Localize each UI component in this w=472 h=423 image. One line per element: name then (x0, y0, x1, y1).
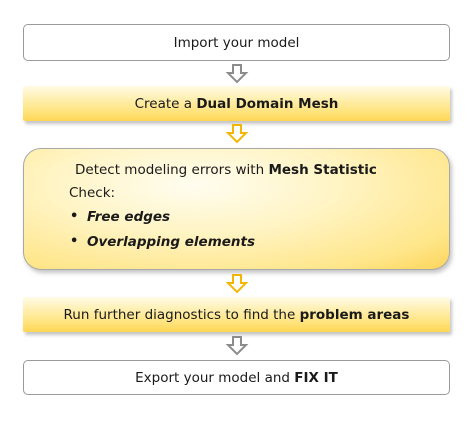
step-create-mesh: Create a Dual Domain Mesh (23, 86, 450, 121)
step-detect-errors: Detect modeling errors with Mesh Statist… (23, 148, 450, 270)
step-run-diagnostics-bold: problem areas (299, 306, 410, 323)
step-detect-errors-title: Detect modeling errors with Mesh Statist… (75, 162, 377, 178)
down-arrow-icon (225, 64, 249, 84)
down-arrow-icon (225, 336, 249, 356)
step-create-mesh-prefix: Create a (134, 95, 197, 112)
step-import-model: Import your model (23, 24, 450, 61)
step-run-diagnostics: Run further diagnostics to find the prob… (23, 297, 450, 332)
step-detect-errors-bold: Mesh Statistic (268, 162, 377, 178)
step-import-model-label: Import your model (173, 34, 300, 51)
step-run-diagnostics-label: Run further diagnostics to find the prob… (64, 307, 410, 323)
step-create-mesh-label: Create a Dual Domain Mesh (135, 96, 339, 112)
step-run-diagnostics-prefix: Run further diagnostics to find the (63, 306, 300, 323)
step-export-model-bold: FIX IT (294, 369, 338, 386)
step-export-model-label: Export your model and FIX IT (135, 370, 338, 386)
check-label: Check: (69, 185, 116, 201)
step-detect-errors-prefix: Detect modeling errors with (75, 162, 269, 178)
down-arrow-icon (225, 124, 249, 144)
step-export-model: Export your model and FIX IT (23, 360, 450, 395)
bullet-overlapping-elements: Overlapping elements (87, 234, 256, 250)
bullet-icon: • (70, 234, 79, 249)
step-create-mesh-bold: Dual Domain Mesh (196, 95, 339, 112)
bullet-free-edges: Free edges (87, 209, 171, 225)
down-arrow-icon (225, 274, 249, 294)
step-export-model-prefix: Export your model and (135, 369, 295, 386)
bullet-icon: • (70, 209, 79, 224)
